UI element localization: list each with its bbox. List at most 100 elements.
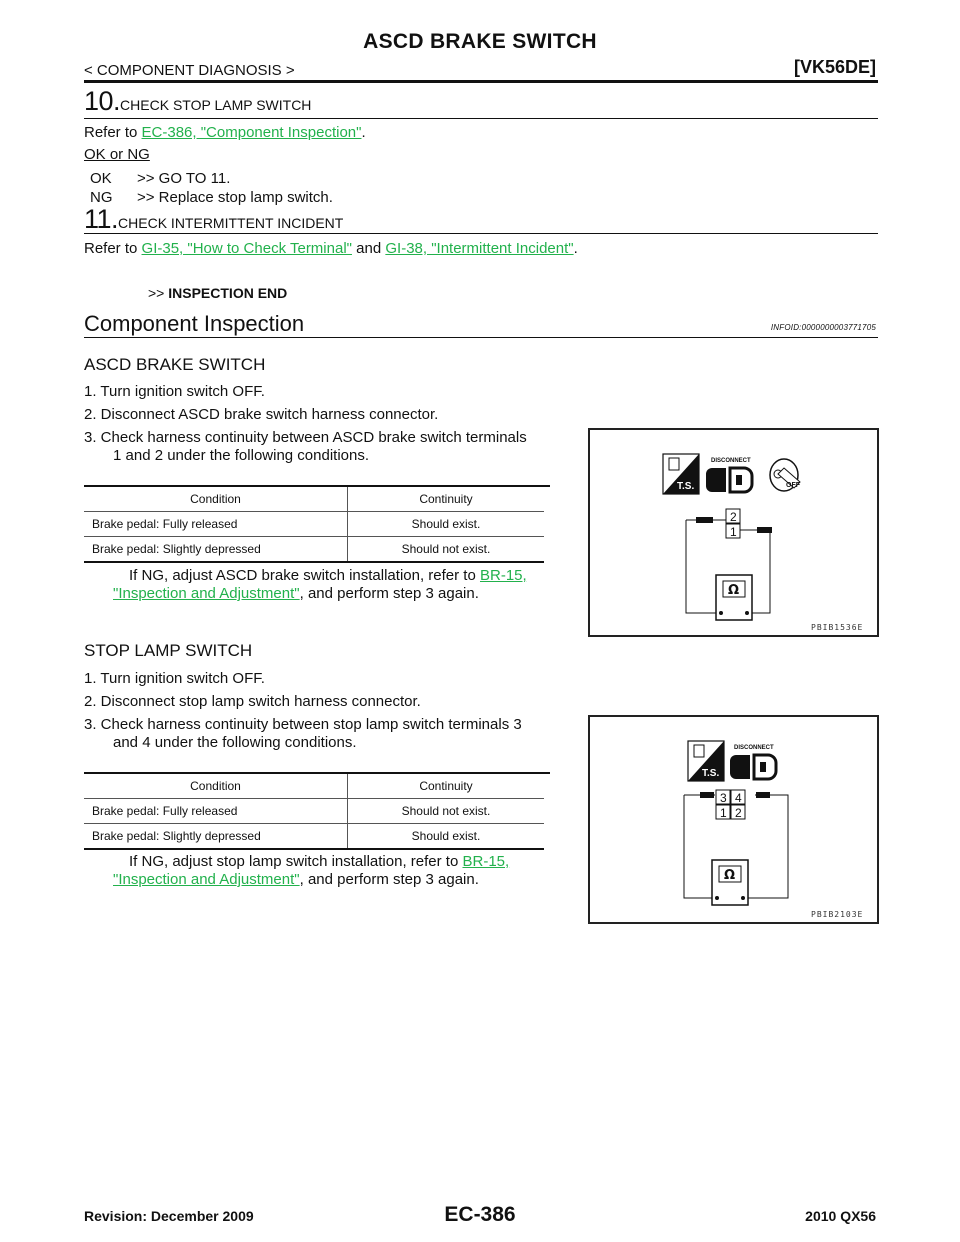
step-10-heading: 10.CHECK STOP LAMP SWITCH	[84, 86, 311, 117]
link-br-15[interactable]: BR-15,	[462, 853, 510, 870]
stop-step-3-cont: and 4 under the following conditions.	[113, 734, 357, 751]
terminal-2: 2	[735, 806, 742, 820]
ng-text: If NG, adjust ASCD brake switch installa…	[129, 567, 480, 584]
step-11-refer: Refer to GI-35, "How to Check Terminal" …	[84, 239, 578, 258]
ascd-step-2: 2. Disconnect ASCD brake switch harness …	[84, 406, 439, 423]
refer-and: and	[351, 240, 386, 257]
inspection-end: >> INSPECTION END	[148, 285, 287, 301]
refer-suffix: .	[361, 124, 366, 141]
step-10-refer: Refer to EC-386, "Component Inspection".	[84, 123, 366, 142]
step-10-number: 10.	[84, 86, 121, 116]
link-gi-35[interactable]: GI-35, "How to Check Terminal"	[141, 240, 352, 257]
step-11-rule	[84, 233, 878, 234]
footer-model: 2010 QX56	[805, 1208, 876, 1224]
table-cell: Brake pedal: Slightly depressed	[84, 823, 348, 850]
table-cell: Brake pedal: Slightly depressed	[84, 536, 348, 563]
stop-step-2: 2. Disconnect stop lamp switch harness c…	[84, 693, 421, 710]
ohm-symbol: Ω	[724, 868, 735, 883]
stop-ng-note-cont: "Inspection and Adjustment", and perform…	[113, 870, 479, 889]
ascd-step-1: 1. Turn ignition switch OFF.	[84, 383, 265, 400]
header-rule	[84, 80, 878, 83]
terminal-4: 4	[735, 791, 742, 805]
ohmmeter-icon: Ω	[715, 574, 753, 621]
terminal-3: 3	[720, 791, 727, 805]
ascd-condition-table: Condition Continuity Brake pedal: Fully …	[84, 487, 544, 563]
link-ec-386[interactable]: EC-386, "Component Inspection"	[141, 124, 362, 141]
ts-icon: T.S.	[662, 453, 700, 495]
ng-text-end: , and perform step 3 again.	[299, 585, 479, 602]
refer-prefix: Refer to	[84, 124, 142, 141]
stop-lamp-heading: STOP LAMP SWITCH	[84, 641, 253, 660]
table-row: Brake pedal: Fully released Should exist…	[84, 511, 544, 537]
stop-ng-note: If NG, adjust stop lamp switch installat…	[129, 852, 579, 871]
ok-or-ng-heading: OK or NG	[84, 146, 150, 163]
table-row: Brake pedal: Slightly depressed Should n…	[84, 536, 544, 563]
table-cell: Brake pedal: Fully released	[84, 511, 348, 537]
ts-label: T.S.	[677, 481, 694, 492]
end-arrow: >>	[148, 285, 165, 301]
col-condition: Condition	[84, 487, 348, 512]
table-row: Brake pedal: Fully released Should not e…	[84, 798, 544, 824]
stop-table-rule	[84, 772, 550, 774]
ng-key: NG	[90, 189, 113, 206]
stop-diagram-svg: T.S. DISCONNECT 3 4 1 2 Ω	[683, 740, 789, 906]
step-11-heading: 11.CHECK INTERMITTENT INCIDENT	[84, 204, 343, 235]
ascd-ng-note: If NG, adjust ASCD brake switch installa…	[129, 566, 579, 585]
disconnect-label: DISCONNECT	[734, 745, 774, 751]
engine-code: [VK56DE]	[793, 57, 876, 77]
stop-step-1: 1. Turn ignition switch OFF.	[84, 670, 265, 687]
step-10-title: CHECK STOP LAMP SWITCH	[120, 97, 312, 113]
table-cell: Should not exist.	[347, 536, 544, 563]
col-continuity: Continuity	[347, 487, 544, 512]
disconnect-icon: DISCONNECT	[706, 458, 754, 494]
stop-condition-table: Condition Continuity Brake pedal: Fully …	[84, 774, 544, 850]
terminal-1: 1	[730, 525, 737, 539]
table-cell: Should not exist.	[347, 798, 544, 824]
ascd-figure-caption: PBIB1536E	[811, 623, 864, 632]
col-condition: Condition	[84, 774, 348, 799]
link-inspection-adjustment[interactable]: "Inspection and Adjustment"	[113, 585, 300, 602]
ascd-table-rule	[84, 485, 550, 487]
refer-suffix: .	[573, 240, 578, 257]
step-11-number: 11.	[84, 204, 119, 234]
ascd-diagram-svg: T.S. DISCONNECT OFF 2 1 Ω	[662, 453, 801, 621]
link-gi-38[interactable]: GI-38, "Intermittent Incident"	[385, 240, 574, 257]
end-text: INSPECTION END	[168, 285, 288, 301]
footer-page-number: EC-386	[444, 1203, 516, 1226]
ascd-ng-note-cont: "Inspection and Adjustment", and perform…	[113, 584, 479, 603]
stop-lamp-diagram: T.S. DISCONNECT 3 4 1 2 Ω PBIB2103E	[588, 715, 879, 924]
step-11-title: CHECK INTERMITTENT INCIDENT	[118, 215, 344, 231]
ng-result: >> Replace stop lamp switch.	[137, 189, 333, 206]
stop-figure-caption: PBIB2103E	[811, 910, 864, 919]
ok-result: >> GO TO 11.	[137, 170, 231, 187]
ohmmeter-icon: Ω	[711, 859, 749, 906]
refer-prefix: Refer to	[84, 240, 142, 257]
ng-text-end: , and perform step 3 again.	[299, 871, 479, 888]
ok-key: OK	[90, 170, 112, 187]
ignition-off-icon: OFF	[769, 458, 801, 492]
table-header-row: Condition Continuity	[84, 774, 544, 799]
ng-text: If NG, adjust stop lamp switch installat…	[129, 853, 463, 870]
table-cell: Brake pedal: Fully released	[84, 798, 348, 824]
table-row: Brake pedal: Slightly depressed Should e…	[84, 823, 544, 850]
disconnect-icon: DISCONNECT	[730, 745, 778, 781]
stop-step-3: 3. Check harness continuity between stop…	[84, 716, 522, 733]
col-continuity: Continuity	[347, 774, 544, 799]
link-inspection-adjustment[interactable]: "Inspection and Adjustment"	[113, 871, 300, 888]
off-label: OFF	[786, 482, 801, 489]
section-label: < COMPONENT DIAGNOSIS >	[84, 62, 295, 79]
ts-icon: T.S.	[687, 740, 725, 782]
footer-revision: Revision: December 2009	[84, 1208, 254, 1224]
link-br-15[interactable]: BR-15,	[479, 567, 527, 584]
table-cell: Should exist.	[347, 823, 544, 850]
ohm-symbol: Ω	[728, 583, 739, 598]
table-header-row: Condition Continuity	[84, 487, 544, 512]
table-cell: Should exist.	[347, 511, 544, 537]
page-title: ASCD BRAKE SWITCH	[363, 30, 597, 53]
component-inspection-heading: Component Inspection	[84, 311, 305, 336]
info-id: INFOID:0000000003771705	[770, 323, 876, 332]
disconnect-label: DISCONNECT	[711, 458, 751, 464]
ascd-diagram: T.S. DISCONNECT OFF 2 1 Ω	[588, 428, 879, 637]
ascd-step-3: 3. Check harness continuity between ASCD…	[84, 429, 527, 446]
ascd-heading: ASCD BRAKE SWITCH	[84, 355, 266, 374]
